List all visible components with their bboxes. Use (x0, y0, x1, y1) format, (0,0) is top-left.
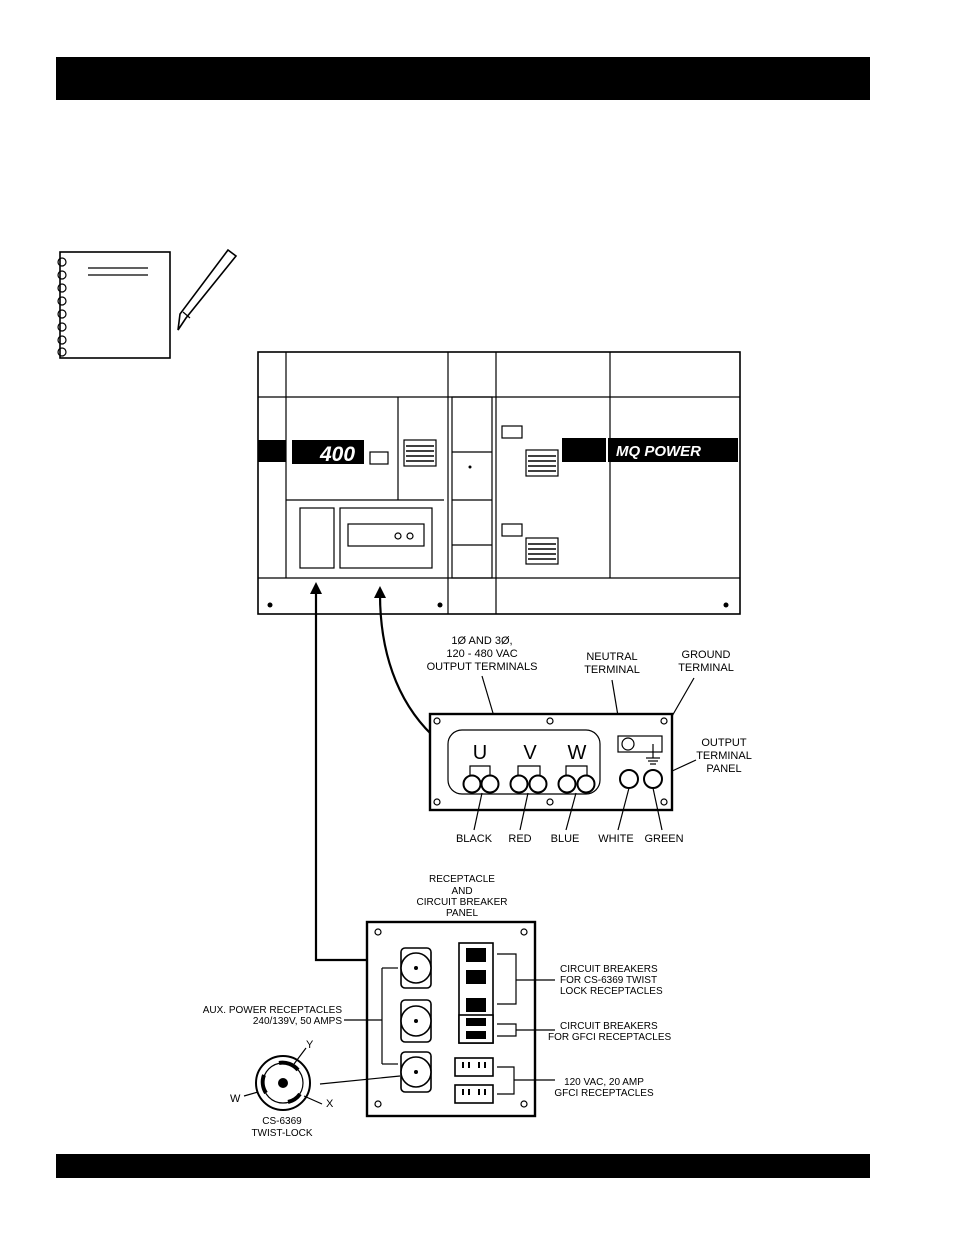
receptacle-panel-label: RECEPTACLE AND CIRCUIT BREAKER PANEL (417, 874, 508, 919)
aux-power-label: AUX. POWER RECEPTACLES 240/139V, 50 AMPS (203, 1005, 382, 1027)
wire-red-label: RED (508, 833, 531, 845)
neutral-terminal-label: NEUTRAL TERMINAL (584, 651, 640, 753)
svg-text:TERMINAL: TERMINAL (584, 664, 640, 676)
svg-text:OUTPUT TERMINALS: OUTPUT TERMINALS (427, 661, 538, 673)
svg-text:CIRCUIT BREAKER: CIRCUIT BREAKER (417, 897, 508, 908)
phase-u-label: U (473, 742, 487, 764)
svg-text:240/139V, 50 AMPS: 240/139V, 50 AMPS (253, 1016, 342, 1027)
svg-text:LOCK RECEPTACLES: LOCK RECEPTACLES (560, 986, 663, 997)
svg-text:FOR CS-6369 TWIST: FOR CS-6369 TWIST (560, 975, 657, 986)
plug-w-label: W (230, 1093, 241, 1105)
svg-text:PANEL: PANEL (446, 908, 478, 919)
svg-text:GROUND: GROUND (682, 649, 731, 661)
svg-text:120 VAC, 20 AMP: 120 VAC, 20 AMP (564, 1077, 644, 1088)
receptacle-breaker-panel (365, 920, 555, 1118)
svg-text:CIRCUIT BREAKERS: CIRCUIT BREAKERS (560, 964, 658, 975)
svg-text:TERMINAL: TERMINAL (678, 662, 734, 674)
svg-text:TERMINAL: TERMINAL (696, 750, 752, 762)
svg-text:1Ø AND 3Ø,: 1Ø AND 3Ø, (451, 635, 512, 647)
wire-green-label: GREEN (644, 833, 683, 845)
svg-text:RECEPTACLE: RECEPTACLE (429, 874, 495, 885)
svg-text:CIRCUIT BREAKERS: CIRCUIT BREAKERS (560, 1021, 658, 1032)
breakers-twist-lock-label: CIRCUIT BREAKERS FOR CS-6369 TWIST LOCK … (560, 964, 663, 997)
connection-arrows (310, 582, 433, 962)
phase-w-label: W (568, 742, 587, 764)
twist-lock-plug: Y W X CS-6369 TWIST-LOCK (230, 1039, 401, 1139)
svg-text:GFCI RECEPTACLES: GFCI RECEPTACLES (554, 1088, 654, 1099)
brand-logo: MQ POWER (616, 443, 701, 460)
wire-black-label: BLACK (456, 833, 493, 845)
svg-text:CS-6369: CS-6369 (262, 1116, 302, 1127)
footer-bar (56, 1154, 870, 1178)
phase-v-label: V (523, 742, 537, 764)
ground-terminal-label: GROUND TERMINAL (655, 649, 734, 745)
wire-labels: BLACK RED BLUE WHITE GREEN (456, 787, 684, 845)
header-bar (56, 57, 870, 100)
note-icon (57, 251, 171, 359)
generator-unit: 400 MQ POWER (257, 351, 741, 615)
svg-text:FOR GFCI RECEPTACLES: FOR GFCI RECEPTACLES (548, 1032, 671, 1043)
svg-text:AUX. POWER RECEPTACLES: AUX. POWER RECEPTACLES (203, 1005, 343, 1016)
pencil-icon (177, 248, 238, 331)
svg-text:NEUTRAL: NEUTRAL (586, 651, 637, 663)
svg-text:PANEL: PANEL (706, 763, 741, 775)
wire-white-label: WHITE (598, 833, 633, 845)
svg-text:120 - 480 VAC: 120 - 480 VAC (446, 648, 517, 660)
breakers-gfci-label: CIRCUIT BREAKERS FOR GFCI RECEPTACLES (548, 1021, 671, 1043)
output-terminal-panel-label: OUTPUT TERMINAL PANEL (669, 737, 752, 775)
svg-text:AND: AND (451, 886, 472, 897)
svg-text:OUTPUT: OUTPUT (701, 737, 747, 749)
wire-blue-label: BLUE (551, 833, 580, 845)
plug-y-label: Y (306, 1039, 314, 1051)
model-number: 400 (319, 443, 355, 466)
output-terminal-panel: U V W (428, 712, 674, 812)
gfci-receptacles-label: 120 VAC, 20 AMP GFCI RECEPTACLES (554, 1077, 654, 1099)
plug-x-label: X (326, 1098, 334, 1110)
svg-text:TWIST-LOCK: TWIST-LOCK (251, 1128, 312, 1139)
